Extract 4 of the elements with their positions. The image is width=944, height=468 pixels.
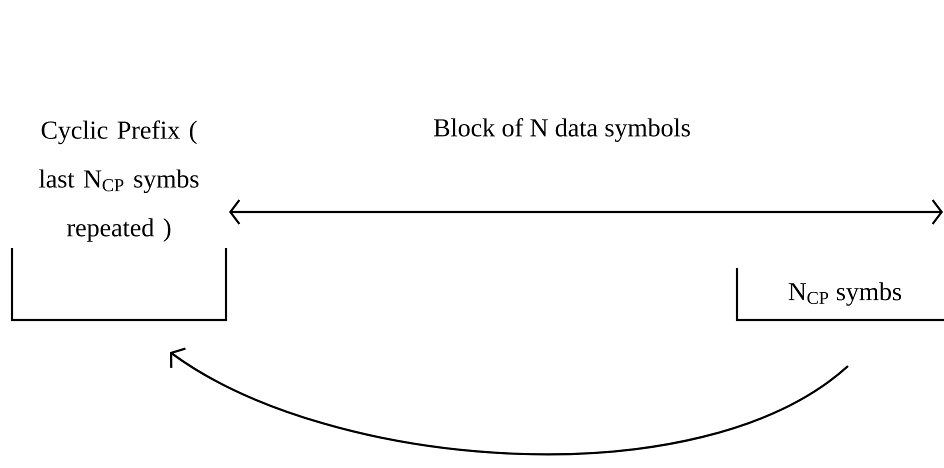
span-label: Block of N data symbols: [434, 118, 690, 142]
curved-arrow: [170, 348, 849, 455]
bracket-box: N$_{CP}$ symbs: [736, 268, 944, 322]
bracket-box: Cyclic Prefix ( last N$_{CP}$ symbs repeated ): [10, 120, 228, 322]
